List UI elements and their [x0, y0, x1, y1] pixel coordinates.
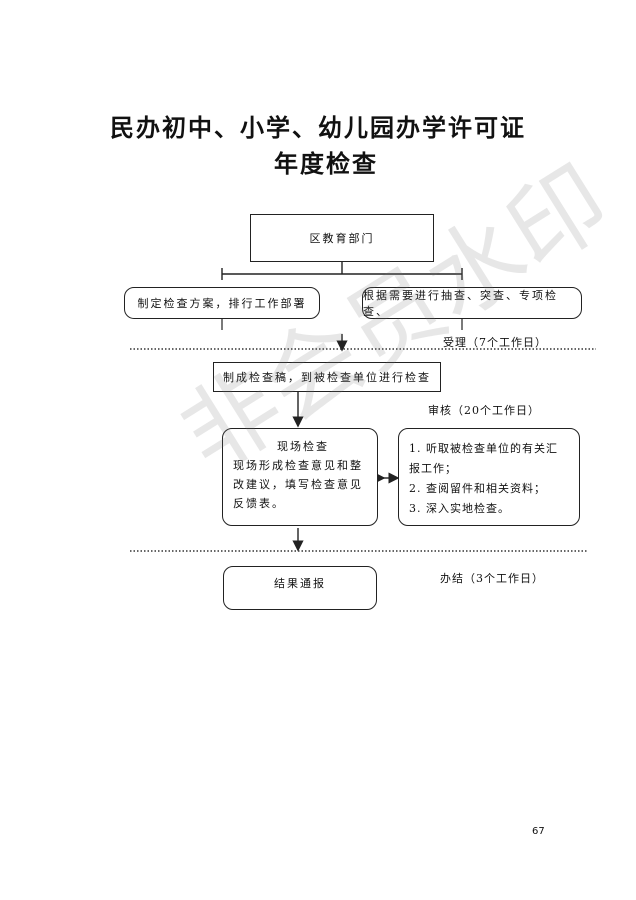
note-finish: 办结（3个工作日）	[440, 572, 544, 585]
task-item: 1. 听取被检查单位的有关汇报工作；	[409, 442, 558, 475]
node-notify-label: 制成检查稿，到被检查单位进行检查	[223, 371, 431, 384]
note-accept: 受理（7个工作日）	[443, 336, 547, 349]
node-random-check-label: 根据需要进行抽查、突查、专项检查、	[363, 289, 558, 318]
note-review: 审核（20个工作日）	[428, 404, 540, 417]
node-onsite-body: 现场形成检查意见和整改建议，填写检查意见反馈表。	[233, 459, 363, 510]
node-onsite-check: 现场检查 现场形成检查意见和整改建议，填写检查意见反馈表。	[222, 428, 378, 526]
node-result-label: 结果通报	[274, 577, 326, 590]
page-number: 67	[532, 826, 545, 837]
document-title: 民办初中、小学、幼儿园办学许可证	[110, 113, 526, 142]
node-plan: 制定检查方案，排行工作部署	[124, 287, 320, 319]
node-plan-label: 制定检查方案，排行工作部署	[137, 297, 307, 310]
document-subtitle: 年度检查	[274, 149, 378, 178]
node-education-dept-label: 区教育部门	[309, 232, 375, 245]
node-result: 结果通报	[223, 566, 377, 610]
node-notify: 制成检查稿，到被检查单位进行检查	[213, 362, 441, 392]
node-tasks: 1. 听取被检查单位的有关汇报工作； 2. 查阅留件和相关资料； 3. 深入实地…	[398, 428, 580, 526]
node-random-check: 根据需要进行抽查、突查、专项检查、	[362, 287, 582, 319]
task-item: 3. 深入实地检查。	[409, 502, 510, 515]
node-education-dept: 区教育部门	[250, 214, 434, 262]
task-item: 2. 查阅留件和相关资料；	[409, 482, 546, 495]
node-onsite-title: 现场检查	[277, 440, 329, 453]
